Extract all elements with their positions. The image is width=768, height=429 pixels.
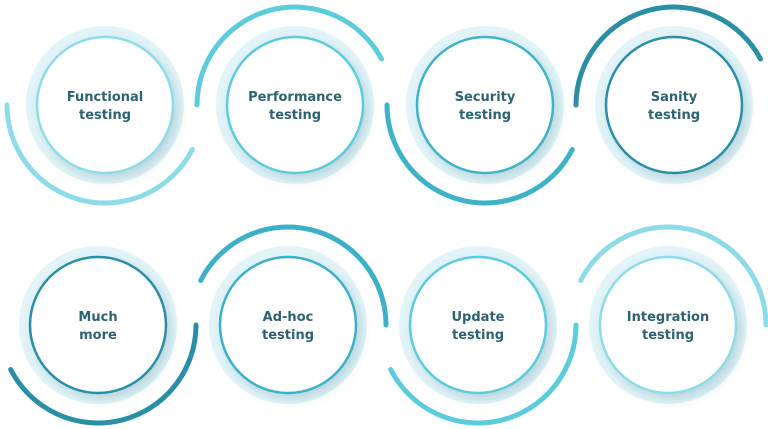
node-circle xyxy=(225,35,365,175)
node-label: Much xyxy=(78,310,117,325)
node-label: testing xyxy=(648,108,700,123)
node-circle xyxy=(408,255,548,395)
node-circle xyxy=(35,35,175,175)
decorative-arc xyxy=(388,322,579,426)
node-label: testing xyxy=(452,328,504,343)
testing-type-node: Integration testing xyxy=(578,224,768,404)
node-circle xyxy=(604,35,744,175)
node-circle xyxy=(598,255,738,395)
testing-type-node: Security testing xyxy=(384,26,575,206)
node-circle xyxy=(218,255,358,395)
node-circle xyxy=(415,35,555,175)
node-label: testing xyxy=(262,328,314,343)
decorative-arc xyxy=(578,224,768,328)
node-label: Integration xyxy=(627,310,709,325)
node-label: testing xyxy=(642,328,694,343)
node-label: Functional xyxy=(67,90,144,105)
decorative-arc xyxy=(4,102,195,206)
node-label: testing xyxy=(79,108,131,123)
node-label: more xyxy=(79,328,117,343)
node-label: Update xyxy=(452,310,505,325)
decorative-arc xyxy=(8,322,199,426)
testing-type-node: Ad-hoc testing xyxy=(198,224,389,404)
testing-type-node: Much more xyxy=(8,246,199,426)
testing-type-node: Update testing xyxy=(388,246,579,426)
node-label: Sanity xyxy=(651,90,698,105)
decorative-arc xyxy=(573,4,763,108)
node-circle xyxy=(28,255,168,395)
decorative-arc xyxy=(198,224,389,328)
testing-type-node: Performance testing xyxy=(194,4,384,184)
node-label: Security xyxy=(455,90,516,105)
testing-type-node: Functional testing xyxy=(4,26,195,206)
node-label: Ad-hoc xyxy=(263,310,314,325)
node-label: testing xyxy=(269,108,321,123)
testing-type-node: Sanity testing xyxy=(573,4,763,184)
node-label: Performance xyxy=(248,90,342,105)
decorative-arc xyxy=(194,4,384,108)
decorative-arc xyxy=(384,102,575,206)
node-label: testing xyxy=(459,108,511,123)
